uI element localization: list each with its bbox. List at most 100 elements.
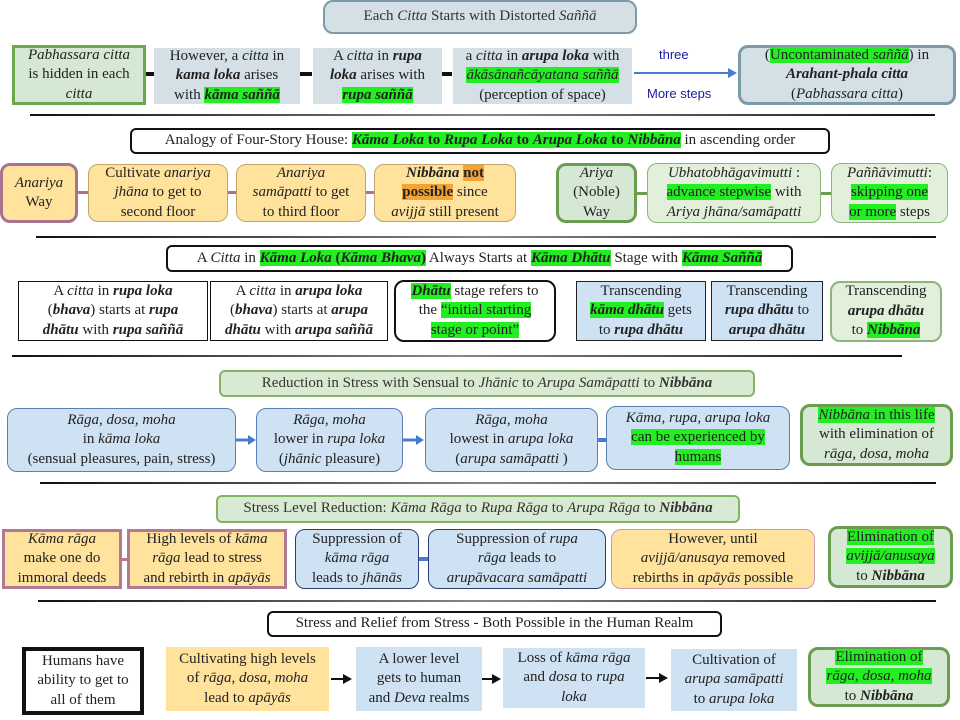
text-segment: Reduction in Stress with Sensual to	[261, 374, 479, 391]
text-segment: with	[771, 184, 802, 201]
section4-title: Reduction in Stress with Sensual to Jhān…	[219, 370, 755, 397]
text-segment: ability to get to	[37, 672, 129, 689]
text-segment: Arupa Loka	[532, 132, 608, 149]
text-segment: arupa dhātu	[847, 302, 925, 319]
text-line: dhātu with arupa saññā	[225, 321, 373, 341]
text-segment: since	[453, 184, 488, 201]
text-segment: possible	[402, 184, 454, 201]
text-segment: dosa	[548, 669, 578, 686]
text-segment: rāga, dosa, moha	[823, 445, 929, 462]
text-segment: kāma saññā	[204, 86, 280, 103]
text-segment: arupa samāpatti	[684, 671, 784, 688]
text-segment: “initial starting	[440, 302, 532, 319]
text-segment: to	[856, 567, 872, 584]
arrow	[331, 674, 352, 684]
text-line: to Nibbāna	[845, 321, 926, 341]
text-line: rebirths in apāyās possible	[633, 569, 793, 589]
text-line: avijjā/anusaya removed	[633, 549, 793, 569]
text-segment: arupa loka	[507, 431, 574, 448]
text-line: Ariya jhāna/samāpatti	[667, 203, 802, 223]
text-segment: :	[792, 164, 801, 181]
text-segment: (	[278, 450, 284, 467]
text-line: Suppression of	[312, 530, 402, 550]
connector	[598, 438, 606, 442]
text-segment: Suppression of	[312, 530, 402, 547]
text-line: (bhava) starts at rupa	[43, 301, 183, 321]
text-segment: in	[240, 249, 260, 266]
connector	[122, 558, 128, 561]
text-segment: Ariya	[579, 164, 614, 181]
text-segment: Arahant-phala citta	[785, 66, 909, 83]
text-line: can be experienced by	[626, 428, 771, 448]
text-segment: Transcending	[600, 282, 682, 299]
text-segment: Arupa Samāpatti	[537, 374, 640, 391]
text-line: Way	[573, 203, 620, 223]
section6-title: Stress and Relief from Stress - Both Pos…	[267, 611, 722, 637]
text-line: to Nibbāna	[846, 567, 934, 587]
text-segment: Kāma Loka	[259, 249, 332, 266]
text-line: arupa samāpatti	[685, 670, 784, 690]
text-segment: Nibbāna	[406, 164, 460, 181]
text-line: ability to get to	[37, 671, 128, 691]
text-segment: and	[368, 689, 395, 706]
text-segment: Elimination of	[835, 648, 923, 665]
section1-title: Each Citta Starts with Distorted Saññā	[323, 0, 637, 34]
text-segment: )	[898, 85, 904, 102]
text-segment: jhānic	[283, 450, 322, 467]
text-segment: (	[790, 85, 796, 102]
text-segment: and rebirth in	[143, 569, 229, 586]
text-segment: Kāma rāga	[28, 530, 96, 547]
text-segment: rupa saññā	[342, 86, 413, 103]
arrow-label-three: three	[659, 47, 689, 62]
text-segment: rupa saññā	[112, 321, 184, 338]
text-line: rāga, dosa, moha	[826, 667, 932, 687]
text-segment: Each	[363, 8, 398, 25]
text-line: Suppression of rupa	[447, 530, 587, 550]
text-line: to rupa dhātu	[590, 321, 692, 341]
text-segment: Nibbāna	[658, 374, 713, 391]
text-segment: arupa loka	[295, 282, 363, 299]
text-segment: second floor	[120, 203, 196, 220]
arrow	[236, 435, 256, 445]
text-segment: Rāga, moha	[293, 411, 366, 428]
text-segment: rupa	[596, 669, 625, 686]
text-segment: with	[174, 86, 205, 103]
text-line: rupa saññā	[330, 86, 425, 106]
text-segment: (	[230, 302, 236, 319]
text-segment: citta	[249, 282, 277, 299]
text-segment: realms	[425, 689, 470, 706]
text-segment: to	[639, 374, 659, 391]
text-segment: However, until	[668, 530, 758, 547]
text-line: second floor	[105, 203, 210, 223]
section3-title: A Citta in Kāma Loka (Kāma Bhava) Always…	[166, 245, 793, 272]
text-line: dhātu with rupa saññā	[43, 321, 183, 341]
text-line: (Pabhassara citta)	[765, 85, 929, 105]
text-segment: arupāvacara samāpatti	[446, 569, 588, 586]
connector	[366, 191, 374, 194]
text-segment: to	[577, 669, 597, 686]
text-segment: A lower level	[378, 650, 460, 667]
text-segment: immoral deeds	[17, 569, 107, 586]
text-line: arupa dhātu	[845, 302, 926, 322]
text-segment: Elimination of	[846, 528, 935, 545]
ariya-way-box: Ariya(Noble)Way	[556, 163, 637, 223]
text-line: rāga leads to	[447, 549, 587, 569]
text-segment: to	[512, 132, 533, 149]
text-line: to third floor	[253, 203, 350, 223]
text-line: A lower level	[369, 650, 470, 670]
text-segment: avijjā	[391, 203, 426, 220]
text-segment: in	[82, 431, 99, 448]
text-segment: Kāma, rupa, arupa loka	[625, 409, 771, 426]
text-line: Each Citta Starts with Distorted Saññā	[364, 7, 597, 27]
text-segment: :	[927, 164, 932, 181]
text-segment: A	[333, 47, 347, 64]
text-line: (Uncontaminated saññā) in	[765, 46, 929, 66]
divider	[38, 600, 936, 602]
